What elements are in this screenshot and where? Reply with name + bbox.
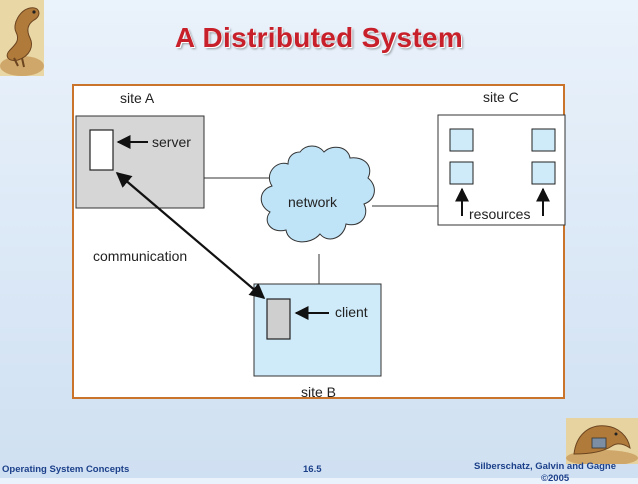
site-b-label: site B xyxy=(301,384,337,400)
diagram-frame: site A site C server network resources c… xyxy=(72,84,566,400)
client-box xyxy=(266,298,291,340)
dinosaur-mascot-icon xyxy=(0,0,44,76)
resource-box xyxy=(531,128,556,152)
site-a-label: site A xyxy=(120,90,155,106)
distributed-system-diagram xyxy=(75,114,566,377)
server-box xyxy=(89,129,114,171)
communication-arrow xyxy=(115,172,266,299)
resource-box xyxy=(449,161,474,185)
resources-label: resources xyxy=(469,206,531,222)
communication-label: communication xyxy=(93,248,188,264)
footer-course-title: Operating System Concepts xyxy=(2,464,130,475)
dinosaur-mascot-icon xyxy=(566,418,638,466)
network-label: network xyxy=(288,194,338,210)
footer-copyright: ©2005 xyxy=(541,473,570,484)
footer-slide-number: 16.5 xyxy=(303,464,322,475)
site-c-label: site C xyxy=(483,89,519,105)
resource-box xyxy=(449,128,474,152)
server-label: server xyxy=(152,134,191,150)
slide-title: A Distributed System xyxy=(174,22,464,53)
client-label: client xyxy=(335,304,368,320)
network-cloud xyxy=(260,145,375,243)
footer-authors: Silberschatz, Galvin and Gagne xyxy=(474,461,617,472)
resource-box xyxy=(531,161,556,185)
